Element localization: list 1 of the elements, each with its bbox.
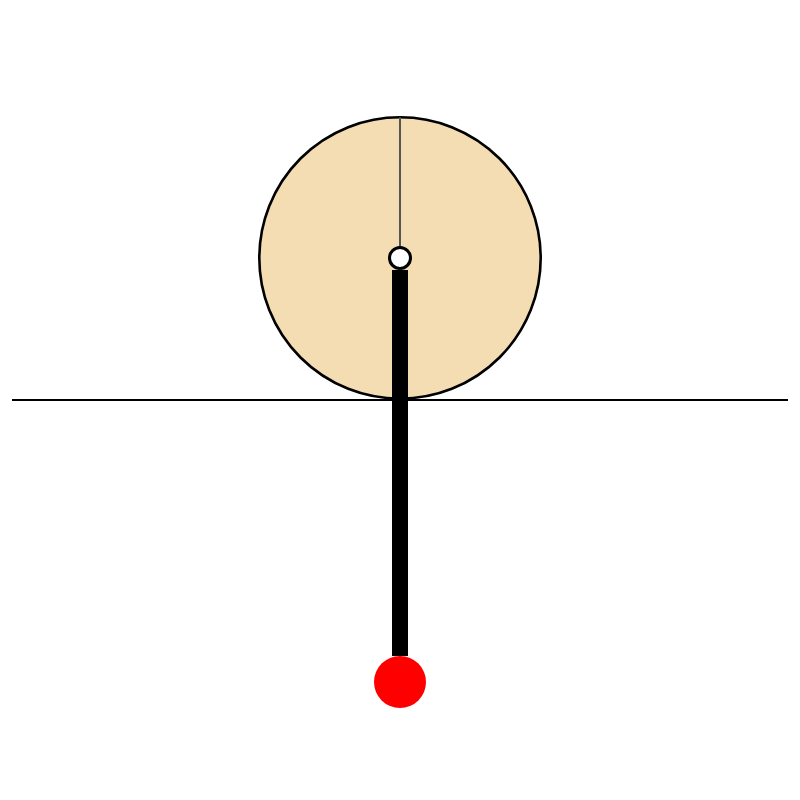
pendulum-rod (392, 270, 408, 656)
